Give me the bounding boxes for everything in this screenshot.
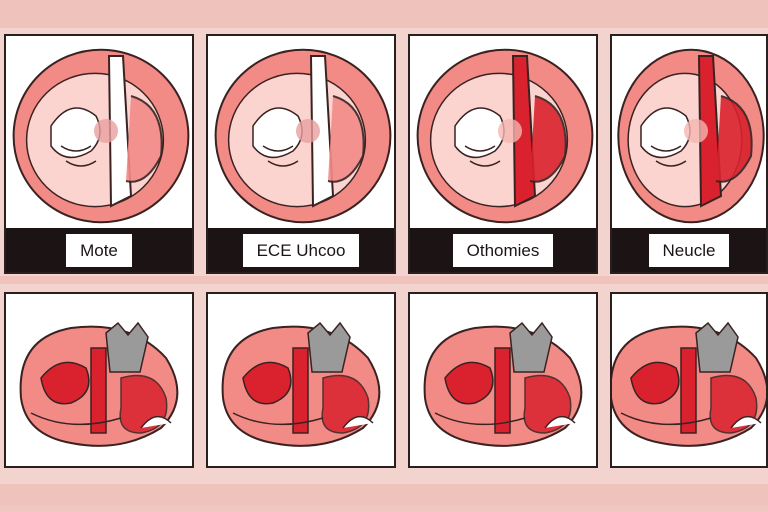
anatomy-card-top: Othomies xyxy=(408,34,598,274)
anatomy-card-bottom xyxy=(610,292,768,468)
anatomy-card-bottom xyxy=(206,292,396,468)
bottom-strip xyxy=(0,506,768,512)
anatomy-card-bottom xyxy=(4,292,194,468)
label-bar: Neucle xyxy=(612,228,766,272)
card-label: ECE Uhcoo xyxy=(242,233,360,267)
card-label: Mote xyxy=(66,233,132,267)
label-bar: Othomies xyxy=(410,228,596,272)
card-label: Neucle xyxy=(648,233,730,267)
label-bar: Mote xyxy=(6,228,192,272)
anatomy-card-top: ECE Uhcoo xyxy=(206,34,396,274)
anatomy-card-top: Mote xyxy=(4,34,194,274)
card-label: Othomies xyxy=(452,233,554,267)
anatomy-card-top: Neucle xyxy=(610,34,768,274)
anatomy-card-bottom xyxy=(408,292,598,468)
label-bar: ECE Uhcoo xyxy=(208,228,394,272)
